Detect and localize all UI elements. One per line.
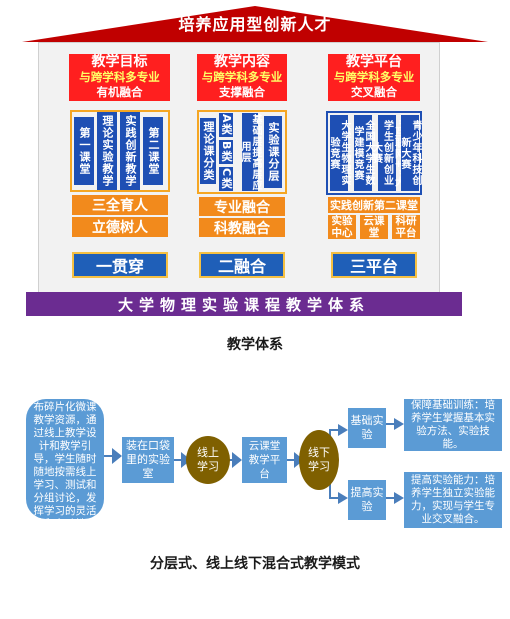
goal-bar-2: 立德树人: [72, 217, 168, 237]
content-vertical-2: A类: [219, 113, 233, 137]
platform-small-3: 科研 平台: [392, 215, 420, 239]
content-header-line3: 支撑融合: [219, 85, 265, 99]
goal-vertical-2: 理论实验教学: [97, 112, 117, 190]
cloud-platform-box: 云课堂教学平台: [242, 437, 287, 483]
flow-arrow: [394, 418, 404, 430]
content-header-line2: 与跨学科多专业: [201, 70, 283, 84]
flow-arrow: [338, 424, 348, 436]
content-vertical-3: B类: [219, 140, 233, 164]
platform-small-2-line1: 云课: [363, 215, 385, 227]
flow-arrow: [232, 452, 242, 468]
platform-small-1: 实验 中心: [328, 215, 356, 239]
platform-vertical-frame: [326, 111, 422, 195]
platform-vertical-2: 全国大学生数学建模竞赛: [352, 115, 374, 191]
goal-vertical-frame: [70, 110, 170, 192]
platform-small-1-line1: 实验: [331, 215, 353, 227]
base-three: 三平台: [331, 252, 417, 278]
online-learning-circle: 线上学习: [186, 436, 230, 484]
platform-small-3-line1: 科研: [395, 215, 417, 227]
basic-experiment-box: 基础实验: [348, 408, 386, 448]
platform-small-3-line2: 平台: [395, 227, 417, 239]
caption-bottom: 分层式、线上线下混合式教学模式: [150, 556, 360, 572]
online-description: 利用云平台发布碎片化微课教学资源，通过线上教学设计和教学引导，学生随时随地按需线…: [26, 388, 104, 530]
platform-header-title: 教学平台: [346, 54, 402, 70]
roof-title: 培养应用型创新人才: [178, 15, 332, 34]
content-vertical-frame: [197, 110, 287, 194]
content-vertical-5: 基础层提高层应用层: [239, 113, 261, 191]
offline-learning-circle: 线下学习: [299, 430, 339, 490]
content-bar-1: 专业融合: [199, 197, 285, 216]
roof: [22, 6, 488, 42]
platform-vertical-4: 青少年科技创新大赛: [399, 115, 421, 191]
basic-experiment-description: 保障基础训练：培养学生掌握基本实验方法、实验技能。: [404, 399, 502, 451]
goal-header: 教学目标 与跨学科多专业 有机融合: [69, 54, 170, 101]
content-vertical-6: 实验课分层: [264, 116, 282, 188]
caption-top: 教学体系: [227, 337, 283, 353]
base-two: 二融合: [199, 252, 285, 278]
content-header-title: 教学内容: [214, 54, 270, 70]
goal-header-line2: 与跨学科多专业: [79, 70, 160, 84]
content-bar-2: 科教融合: [199, 218, 285, 237]
advanced-experiment-box: 提高实验: [348, 480, 386, 520]
content-header: 教学内容 与跨学科多专业 支撑融合: [197, 54, 287, 101]
platform-small-2-line2: 堂: [368, 227, 380, 239]
flow-arrow: [338, 492, 348, 504]
floor-title: 大学物理实验课程教学体系: [26, 292, 462, 316]
platform-small-1-line2: 中心: [331, 227, 353, 239]
platform-small-2: 云课 堂: [360, 215, 388, 239]
platform-header-line3: 交叉融合: [351, 85, 397, 99]
advanced-experiment-description: 提高实验能力：培养学生独立实验能力，实现与学生专业交叉融合。: [404, 472, 502, 528]
goal-bar-1: 三全育人: [72, 195, 168, 215]
platform-bar-1: 实践创新第二课堂: [328, 197, 420, 213]
base-one: 一贯穿: [72, 252, 168, 278]
flow-arrow: [112, 448, 122, 464]
platform-header: 教学平台 与跨学科多专业 交叉融合: [328, 54, 420, 101]
platform-header-line2: 与跨学科多专业: [333, 70, 415, 84]
pocket-lab-box: 装在口袋里的实验室: [122, 437, 174, 483]
flow-arrow: [394, 492, 404, 504]
content-vertical-1: 理论课分类: [200, 118, 216, 184]
goal-vertical-4: 第二课堂: [143, 117, 163, 185]
goal-vertical-3: 实践创新教学: [120, 112, 140, 190]
goal-header-title: 教学目标: [91, 54, 148, 70]
content-vertical-4: C类: [219, 167, 233, 191]
goal-header-line3: 有机融合: [96, 85, 143, 99]
goal-vertical-1: 第一课堂: [74, 117, 94, 185]
platform-vertical-1: 大学生物理实验竞赛: [328, 115, 350, 191]
